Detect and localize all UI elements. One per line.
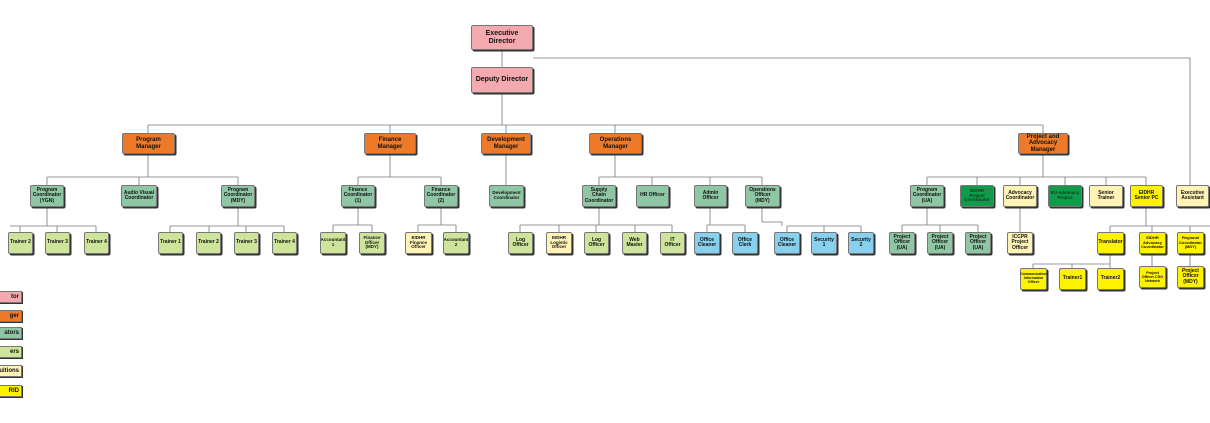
it-officer-box: IT Officer [660,232,685,254]
legend-item-manager: ger [0,310,22,322]
finance-officer-mdy-box: Finance Officer (MDY) [359,232,385,254]
security-2-box: Security 2 [848,232,874,254]
mdy-trainer-box: Trainer 1 [158,232,183,254]
legend-item-trainer: ers [0,346,22,358]
mdy-trainer-box: Trainer 3 [234,232,259,254]
project-officer-ua-box: Project Officer (UA) [965,232,991,254]
executive-director-box: Executive Director [471,25,533,50]
project-advocacy-manager-box: Project and Advocacy Manager [1018,133,1068,154]
log-officer-box: Log Officer [508,232,533,254]
operations-manager-box: Operations Manager [589,133,642,154]
program-coordinator-ua-box: Program Coordinator (UA) [910,185,944,207]
executive-assistant-box: Executive Assistant [1176,185,1209,207]
accountant-1-box: Accountant 1 [320,232,346,254]
security-1-box: Security 1 [811,232,837,254]
eidhr-senior-pc-box: EIDHR Senior PC [1130,185,1163,207]
audio-visual-coordinator-box: Audio Visual Coordinator [121,185,157,207]
deputy-director-box: Deputy Director [471,67,533,93]
office-cleaner-box: Office Cleaner [774,232,800,254]
trainer2-box: Trainer2 [1097,268,1124,290]
senior-trainer-box: Senior Trainer [1089,185,1123,207]
ygn-trainer-box: Trainer 3 [45,232,70,254]
mdy-trainer-box: Trainer 4 [272,232,297,254]
ygn-trainer-box: Trainer 2 [8,232,33,254]
finance-coordinator-1-box: Finance Coordinator (1) [341,185,375,207]
legend-item-coordinator: ators [0,327,22,339]
eu-advocacy-project-box: EU Advocacy Project [1048,185,1082,207]
program-manager-box: Program Manager [122,133,175,154]
legend-item-director: tor [0,291,22,303]
communication-information-officer-box: Communication Information Officer [1020,268,1047,290]
advocacy-coordinator-box: Advocacy Coordinator [1003,185,1037,207]
iccpr-project-officer-box: ICCPR Project Officer [1007,232,1033,254]
mdy-trainer-box: Trainer 2 [196,232,221,254]
project-officer-ua-box: Project Officer (UA) [927,232,953,254]
finance-coordinator-2-box: Finance Coordinator (2) [424,185,458,207]
project-officer-cso-box: Project Officer CSO Network [1139,266,1166,288]
project-officer-ua-box: Project Officer (UA) [889,232,915,254]
trainer1-box: Trainer1 [1059,268,1086,290]
web-master-box: Web Master [622,232,647,254]
development-manager-box: Development Manager [481,133,531,154]
office-cleaner-box: Office Cleaner [694,232,720,254]
admin-officer-box: Admin Officer [694,185,727,207]
legend-item-positions: uitions [0,365,22,377]
log-officer-box: Log Officer [584,232,609,254]
supply-chain-coordinator-box: Supply Chain Coordinator [582,185,616,207]
program-coordinator-ygn-box: Program Coordinator (YGN) [30,185,64,207]
regional-coordinator-mdy-box: Regional Coordinator (MDY) [1177,232,1204,254]
translator-box: Translator [1097,232,1124,254]
accountant-2-box: Accountant 2 [443,232,469,254]
eidhr-finance-officer-box: EIDHR Finance Officer [405,232,432,254]
eidhr-project-coordinator-box: EIDHR Project Coordinator [960,185,994,207]
eidhr-logistic-officer-box: EIDHR Logistic Officer [546,232,572,254]
development-coordinator-box: Development Coordinator [489,185,524,207]
ygn-trainer-box: Trainer 4 [84,232,109,254]
eidhr-advocacy-coordinator-box: EIDHR Advocacy Coordinator [1139,232,1166,254]
office-clerk-box: Office Clerk [732,232,758,254]
project-officer-mdy-box: Project Officer (MDY) [1177,266,1204,288]
finance-manager-box: Finance Manager [364,133,416,154]
legend-item-eidhr: RID [0,385,22,397]
operations-officer-mdy-box: Operations Officer (MDY) [745,185,780,207]
program-coordinator-mdy-box: Program Coordinator (MDY) [221,185,255,207]
hr-officer-box: HR Officer [636,185,669,207]
